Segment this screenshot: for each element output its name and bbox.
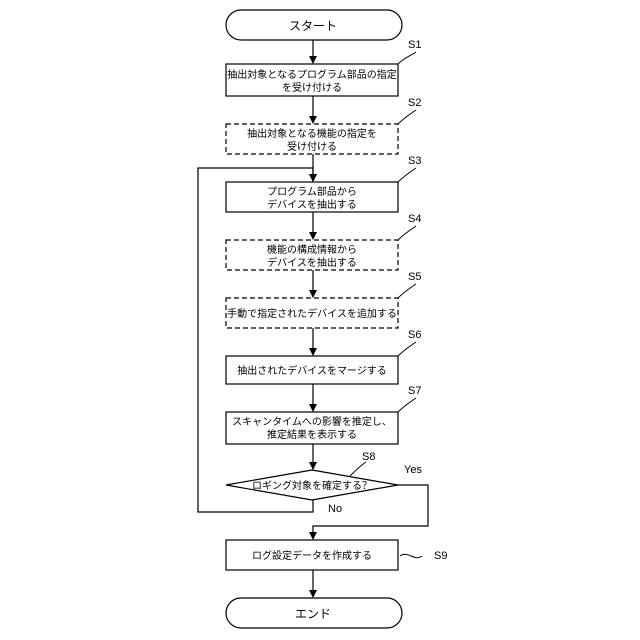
decision-s8-id: S8 [362,451,375,463]
step-s9-id: S9 [434,550,447,562]
start-label: スタート [289,19,337,33]
end-terminal: エンド [226,598,402,628]
step-s1-id: S1 [408,39,421,51]
step-s4: 機能の構成情報から デバイスを抽出する S4 [226,213,421,270]
step-s1-line-2: を受け付ける [282,81,342,94]
step-s4-id: S4 [408,213,421,225]
step-s9: ログ設定データを作成する S9 [226,540,447,570]
step-s2: 抽出対象となる機能の指定を 受け付ける S2 [226,97,421,154]
step-s7: スキャンタイムへの影響を推定し、 推定結果を表示する S7 [226,385,421,444]
step-s3-line-2: デバイスを抽出する [267,198,357,211]
step-s7-id: S7 [408,385,421,397]
step-s4-line-2: デバイスを抽出する [267,256,357,269]
step-s4-line-1: 機能の構成情報から [267,243,357,256]
arrow-no-loop [198,168,313,512]
step-s6-id: S6 [408,329,421,341]
branch-no: No [198,168,342,515]
step-s5-line-1: 手動で指定されたデバイスを追加する [227,307,397,320]
step-s5-id: S5 [408,271,421,283]
decision-s8: ロギング対象を確定する？ S8 [226,451,398,500]
end-label: エンド [295,607,331,621]
step-s2-id: S2 [408,97,421,109]
step-s7-line-1: スキャンタイムへの影響を推定し、 [232,415,392,428]
step-s3: プログラム部品から デバイスを抽出する S3 [226,155,421,212]
start-terminal: スタート [226,10,402,40]
step-s1: 抽出対象となるプログラム部品の指定 を受け付ける S1 [226,39,421,96]
step-s6: 抽出されたデバイスをマージする S6 [226,329,421,384]
step-s3-id: S3 [408,155,421,167]
step-s6-line-1: 抽出されたデバイスをマージする [237,364,387,377]
branch-yes-label: Yes [404,464,422,476]
step-s1-line-1: 抽出対象となるプログラム部品の指定 [227,68,396,81]
decision-s8-label: ロギング対象を確定する？ [252,479,372,492]
step-s5: 手動で指定されたデバイスを追加する S5 [226,271,421,328]
step-s9-line-1: ログ設定データを作成する [252,549,372,562]
branch-no-label: No [328,503,342,515]
step-s3-line-1: プログラム部品から [267,185,357,198]
step-s2-line-1: 抽出対象となる機能の指定を [247,127,377,140]
step-s7-line-2: 推定結果を表示する [267,428,357,441]
step-s2-line-2: 受け付ける [287,140,337,153]
